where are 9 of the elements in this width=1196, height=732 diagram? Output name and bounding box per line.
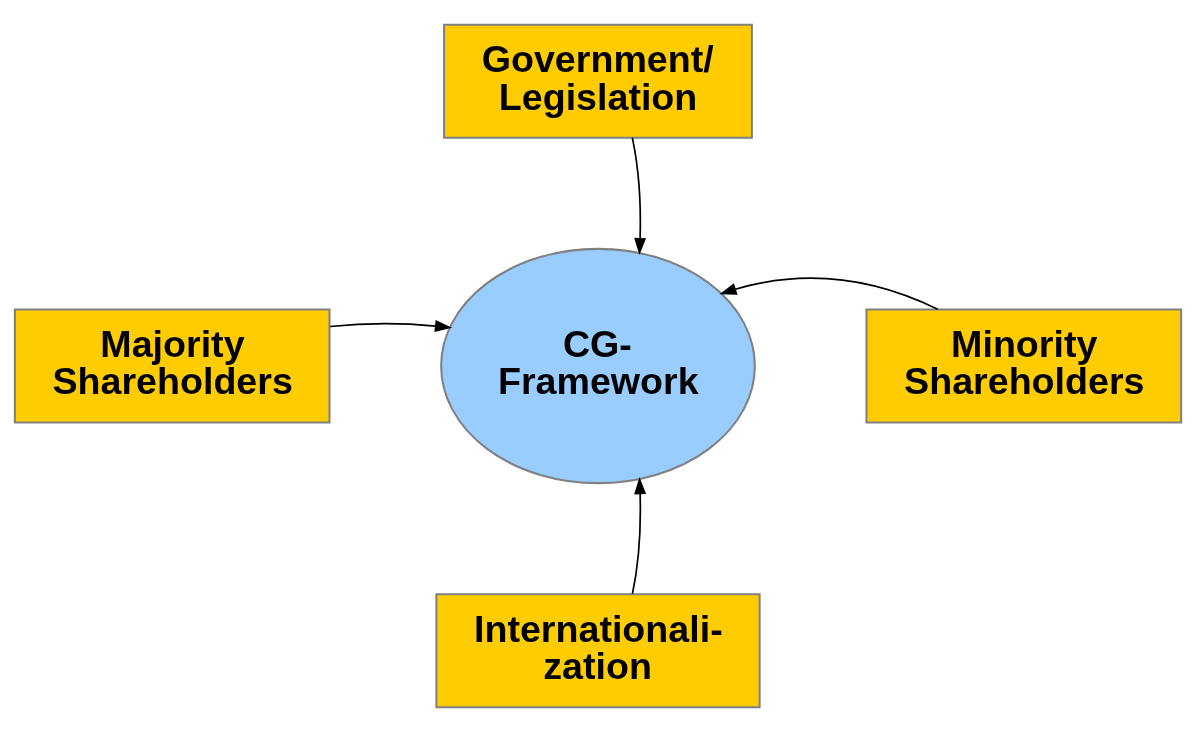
node-box: Government/ Legislation [443,23,753,139]
node-box: Internationali- zation [435,593,761,709]
node-box: Minority Shareholders [865,308,1183,424]
arrow [631,477,647,595]
arrow [631,137,647,256]
node-ellipse: CG- Framework [440,247,756,485]
arrow [329,320,453,332]
node-box: Majority Shareholders [13,308,331,424]
arrow [719,277,939,311]
